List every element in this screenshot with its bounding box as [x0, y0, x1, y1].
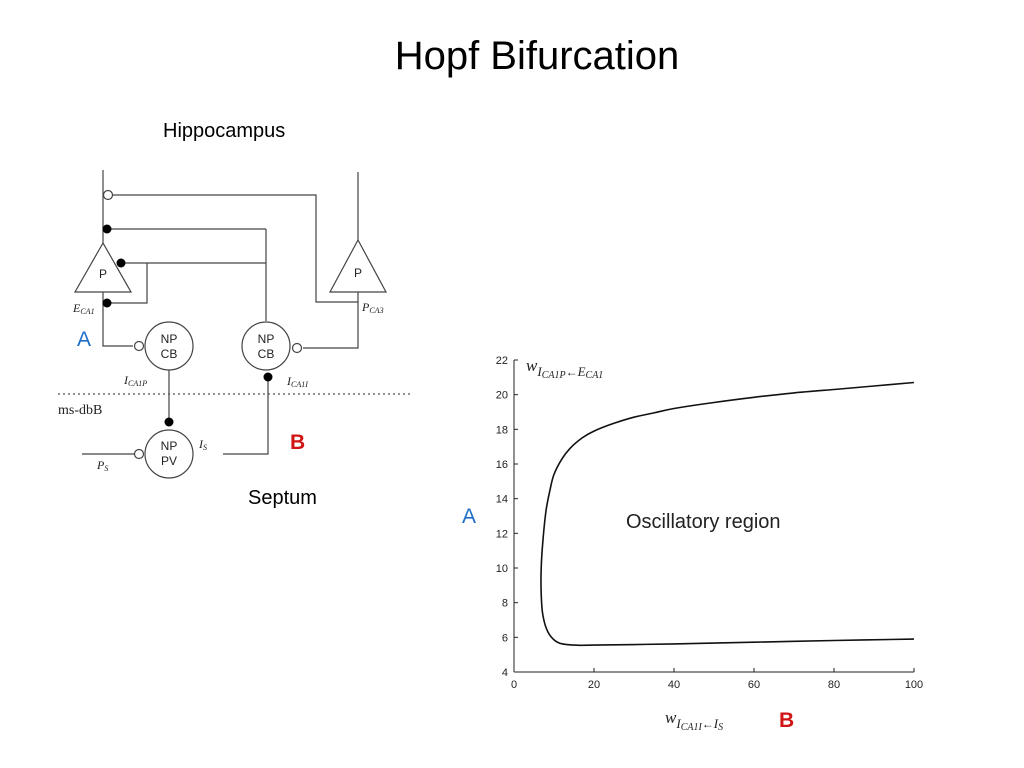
x-tick-label: 80: [828, 679, 840, 691]
x-tick-label: 40: [668, 679, 680, 691]
np-pv-cell: [144, 429, 194, 479]
inhibitory-synapse: [291, 342, 303, 354]
np-cb-cell-right: [241, 321, 291, 371]
excitatory-synapse: [102, 224, 112, 234]
y-tick-label: 8: [502, 598, 508, 610]
i-ca1p-label: ICA1P: [123, 373, 147, 388]
inhibitory-synapse: [133, 340, 145, 352]
x-axis-label: wICA1I←IS: [665, 708, 723, 733]
y-axis-label: wICA1P←ECA1: [526, 356, 603, 381]
marker-b-chart: B: [779, 709, 795, 732]
np-cb-right-line1: NP: [258, 332, 275, 346]
excitatory-synapse: [116, 258, 126, 268]
np-cb-left-line1: NP: [161, 332, 178, 346]
i-s-label: IS: [198, 437, 207, 452]
excitatory-synapse: [263, 372, 273, 382]
i-ca1i-label: ICA1I: [286, 374, 308, 389]
y-tick-label: 6: [502, 632, 508, 644]
np-pv-line2: PV: [161, 454, 177, 468]
y-tick-label: 14: [496, 494, 508, 506]
p-ca3-label: PCA3: [361, 300, 384, 315]
pyramidal-cell-right: [328, 238, 388, 293]
x-tick-label: 20: [588, 679, 600, 691]
y-tick-label: 18: [496, 424, 508, 436]
np-cb-cell-left: [144, 321, 194, 371]
x-tick-label: 60: [748, 679, 760, 691]
np-pv-line1: NP: [161, 439, 178, 453]
inhibitory-synapse: [133, 448, 145, 460]
y-tick-label: 10: [496, 563, 508, 575]
hippocampus-label: Hippocampus: [163, 120, 286, 142]
marker-a-chart: A: [462, 505, 477, 528]
y-tick-label: 12: [496, 528, 508, 540]
excitatory-synapse: [102, 298, 112, 308]
inhibitory-synapse: [102, 189, 114, 201]
septum-label: Septum: [248, 487, 317, 509]
marker-a-circuit: A: [77, 328, 92, 351]
x-tick-label: 100: [905, 679, 923, 691]
excitatory-synapse: [164, 417, 174, 427]
y-tick-label: 16: [496, 459, 508, 471]
slide-title: Hopf Bifurcation: [394, 34, 680, 78]
bifurcation-boundary-curve: [540, 381, 915, 647]
chart-axes: [513, 360, 914, 673]
np-cb-right-line2: CB: [258, 347, 275, 361]
y-tick-label: 20: [496, 390, 508, 402]
y-tick-label: 4: [502, 667, 508, 679]
x-tick-label: 0: [511, 679, 517, 691]
oscillatory-region-label: Oscillatory region: [626, 511, 781, 533]
np-cb-left-line2: CB: [161, 347, 178, 361]
ms-dbb-label: ms-dbB: [58, 403, 102, 418]
y-tick-label: 22: [496, 355, 508, 367]
p-right-label: P: [354, 266, 362, 280]
marker-b-circuit: B: [290, 431, 306, 454]
p-s-label: PS: [96, 458, 108, 473]
p-left-label: P: [99, 267, 107, 281]
e-ca1-label: ECA1: [72, 301, 95, 316]
pyramidal-cell-left: [73, 241, 133, 293]
